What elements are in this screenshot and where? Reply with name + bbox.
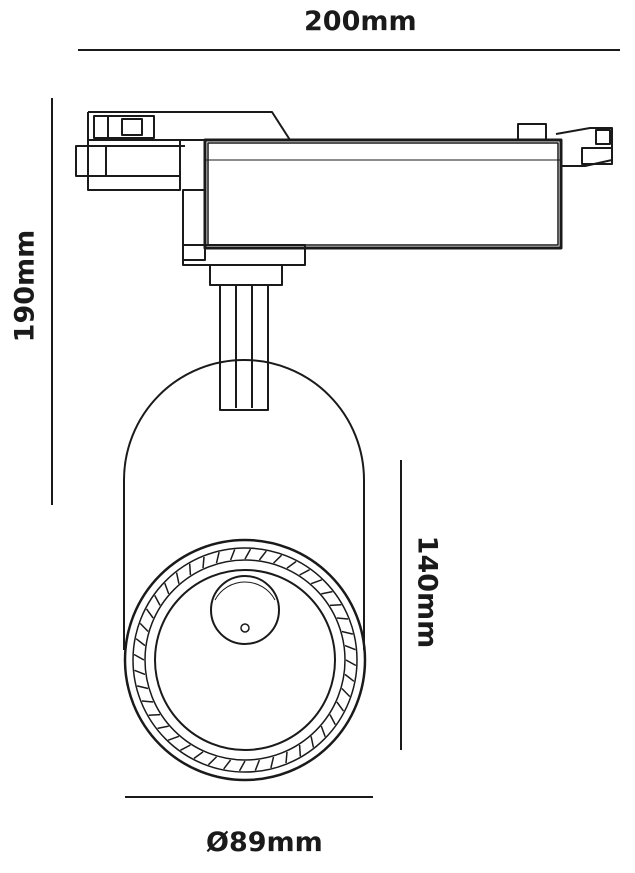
fin: [202, 556, 205, 569]
fin: [310, 736, 315, 748]
fin: [157, 725, 169, 730]
fin: [145, 608, 154, 619]
fin: [238, 760, 246, 772]
fin: [344, 644, 356, 651]
fin: [321, 590, 333, 595]
fin: [272, 554, 283, 564]
fin: [215, 551, 220, 564]
height-label: 190mm: [9, 229, 41, 343]
lens-ring: [123, 538, 367, 782]
fin: [136, 685, 149, 690]
fin: [188, 563, 192, 576]
fin: [229, 549, 236, 561]
fin: [223, 759, 232, 770]
fin: [167, 735, 180, 741]
fin: [135, 638, 146, 647]
fin: [254, 759, 261, 771]
track-adapter: [75, 111, 291, 191]
width-label: 200mm: [304, 6, 417, 37]
heat-sink-fins: [133, 548, 357, 772]
fin: [134, 669, 146, 676]
fin: [299, 569, 310, 576]
fin: [193, 751, 204, 760]
fin: [320, 725, 326, 738]
spotlight-body: [123, 359, 365, 650]
fin: [207, 756, 218, 766]
fin: [133, 653, 145, 661]
fin: [341, 630, 354, 635]
fin: [175, 572, 180, 584]
inner-reflector: [210, 575, 280, 645]
fin: [336, 617, 349, 620]
support-arm: [219, 284, 269, 411]
fin: [298, 744, 302, 757]
fin: [336, 701, 345, 712]
fin: [341, 687, 351, 698]
body-height-label: 140mm: [411, 535, 443, 649]
fin: [164, 582, 170, 595]
diameter-label: Ø89mm: [206, 827, 323, 858]
fin: [180, 744, 191, 751]
fin: [329, 714, 336, 725]
fin: [286, 560, 297, 569]
fin: [270, 756, 275, 769]
fin: [285, 751, 288, 764]
driver-housing: [203, 123, 613, 250]
fin: [139, 622, 149, 633]
fin: [345, 659, 357, 667]
fin: [310, 579, 323, 585]
fin: [244, 548, 252, 560]
fin: [148, 713, 161, 717]
fin: [258, 550, 267, 561]
fin: [344, 673, 355, 682]
fin: [329, 603, 342, 607]
connector-block: [182, 189, 306, 286]
fin: [154, 595, 161, 606]
fin: [141, 700, 154, 703]
